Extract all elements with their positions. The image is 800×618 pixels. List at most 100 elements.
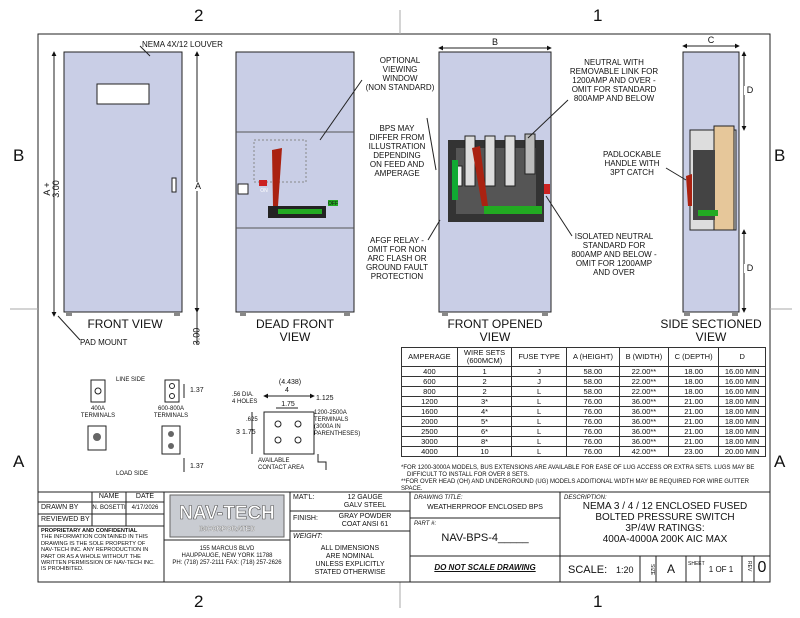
dim-137-lower: 1.37 xyxy=(190,463,204,470)
col-amperage: AMPERAGE xyxy=(401,347,458,367)
front-view-title: FRONT VIEW xyxy=(87,317,163,331)
zone-2-bottom: 2 xyxy=(194,592,204,611)
terminal-details xyxy=(87,379,327,472)
dim-3: 3 xyxy=(236,429,240,436)
size-label: SIZE xyxy=(649,564,655,576)
sheet-value: 1 OF 1 xyxy=(708,565,734,574)
spec-table-header: AMPERAGE WIRE SETS (600MCM) FUSE TYPE A … xyxy=(401,347,766,367)
description-label: DESCRIPTION: xyxy=(564,495,607,501)
dim-b: B xyxy=(489,38,501,47)
rev-label: REV xyxy=(746,561,752,572)
dim-4438: (4.438) xyxy=(278,379,302,386)
col-wire-sets: WIRE SETS (600MCM) xyxy=(456,347,513,367)
drawn-date-value: 4/17/2026 xyxy=(131,505,159,511)
name-header: NAME xyxy=(98,493,120,500)
col-depth: C (DEPTH) xyxy=(667,347,720,367)
dim-137-upper: 1.37 xyxy=(190,387,204,394)
col-height: A (HEIGHT) xyxy=(565,347,620,367)
dim-d-lower: D xyxy=(744,264,756,273)
part-number-value: NAV-BPS-4_____ xyxy=(441,532,529,544)
dim-a-plus-3: A + 3.00 xyxy=(42,180,61,198)
line-side-label: LINE SIDE xyxy=(116,377,146,383)
col-fuse-type: FUSE TYPE xyxy=(511,347,567,367)
load-side-label: LOAD SIDE xyxy=(116,471,149,477)
dim-175-v: 1.75 xyxy=(242,429,256,436)
dim-175-h: 1.75 xyxy=(281,401,295,408)
front-view-drawing xyxy=(51,45,200,345)
dim-a: A xyxy=(193,181,203,191)
zone-b-right: B xyxy=(774,146,786,165)
proprietary-notice: PROPRIETARY AND CONFIDENTIAL THE INFORMA… xyxy=(41,528,155,573)
holes-label: .56 DIA.4 HOLES xyxy=(232,392,258,405)
dim-1125: 1.125 xyxy=(316,395,334,402)
sheet-label: SHEET xyxy=(688,561,705,567)
date-header: DATE xyxy=(135,493,155,500)
reviewed-by-label: REVIEWED BY xyxy=(41,516,90,523)
drawn-by-label: DRAWN BY xyxy=(41,504,79,511)
drawing-title-value: WEATHERPROOF ENCLOSED BPS xyxy=(427,504,543,511)
svg-text:NAV-TECH: NAV-TECH xyxy=(179,503,275,524)
side-sectioned-view-drawing xyxy=(665,43,747,316)
zone-b-left: B xyxy=(13,146,25,165)
finish-label: FINISH: xyxy=(293,515,318,522)
material-label: MAT'L: xyxy=(293,494,315,501)
louver-callout: NEMA 4X/12 LOUVER xyxy=(142,40,223,49)
zone-1-bottom: 1 xyxy=(593,592,603,611)
col-width: B (WIDTH) xyxy=(618,347,669,367)
navtech-logo: NAV-TECH INCORPORATED xyxy=(169,494,285,538)
dim-3: 3.00 xyxy=(191,327,202,346)
col-d: D xyxy=(718,347,766,367)
dead-front-view-drawing xyxy=(235,51,363,316)
part-number-label: PART #: xyxy=(414,521,437,527)
weight-label: WEIGHT: xyxy=(293,533,323,540)
zone-1-top: 1 xyxy=(593,6,603,25)
zone-a-left: A xyxy=(13,452,25,471)
dim-c: C xyxy=(705,36,717,45)
drawing-title-label: DRAWING TITLE: xyxy=(414,495,463,501)
dim-d-upper: D xyxy=(744,86,756,95)
dim-625: .625 xyxy=(246,417,258,423)
front-opened-view-drawing xyxy=(426,45,573,316)
dim-4: 4 xyxy=(285,387,289,394)
size-value: A xyxy=(666,562,675,576)
zone-2-top: 2 xyxy=(194,6,204,25)
drawn-by-value: N. BOSETTI xyxy=(92,505,126,511)
zone-a-right: A xyxy=(774,452,786,471)
do-not-scale-note: DO NOT SCALE DRAWING xyxy=(434,563,536,572)
scale-label: SCALE: xyxy=(568,564,608,576)
on-label: ON xyxy=(260,188,268,194)
spec-table: AMPERAGE WIRE SETS (600MCM) FUSE TYPE A … xyxy=(401,347,766,457)
svg-text:INCORPORATED: INCORPORATED xyxy=(199,526,255,533)
title-block-frame xyxy=(37,491,771,583)
table-notes: *FOR 1200-3000A MODELS, BUS EXTENSIONS A… xyxy=(401,465,755,492)
pad-mount-callout: PAD MOUNT xyxy=(80,338,128,347)
rev-value: 0 xyxy=(757,559,767,576)
